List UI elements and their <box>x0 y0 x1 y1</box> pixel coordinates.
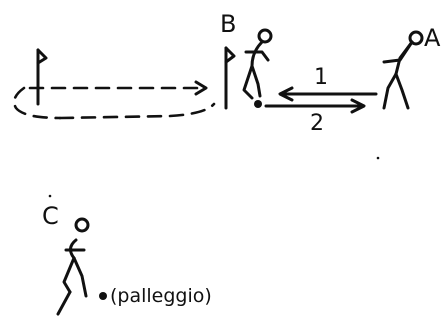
pass-arrow-2 <box>264 98 366 114</box>
player-c-label: C <box>42 202 59 230</box>
dribble-path <box>12 80 216 120</box>
speck <box>48 194 52 198</box>
speck <box>376 156 380 160</box>
pass-2-label: 2 <box>310 111 324 136</box>
dribble-arrowhead-icon <box>194 80 208 96</box>
ball-c <box>99 292 107 300</box>
ball-b <box>254 100 262 108</box>
player-a-figure <box>382 30 424 110</box>
pass-arrow-1 <box>278 86 378 102</box>
player-c-figure <box>56 217 90 316</box>
b-flag-icon <box>224 46 236 110</box>
pass-1-label: 1 <box>314 65 328 90</box>
player-b-label: B <box>220 10 236 38</box>
player-b-figure <box>242 28 273 100</box>
player-c-note: (palleggio) <box>110 285 212 307</box>
player-a-label: A <box>424 24 441 52</box>
left-flag-icon <box>36 48 48 106</box>
